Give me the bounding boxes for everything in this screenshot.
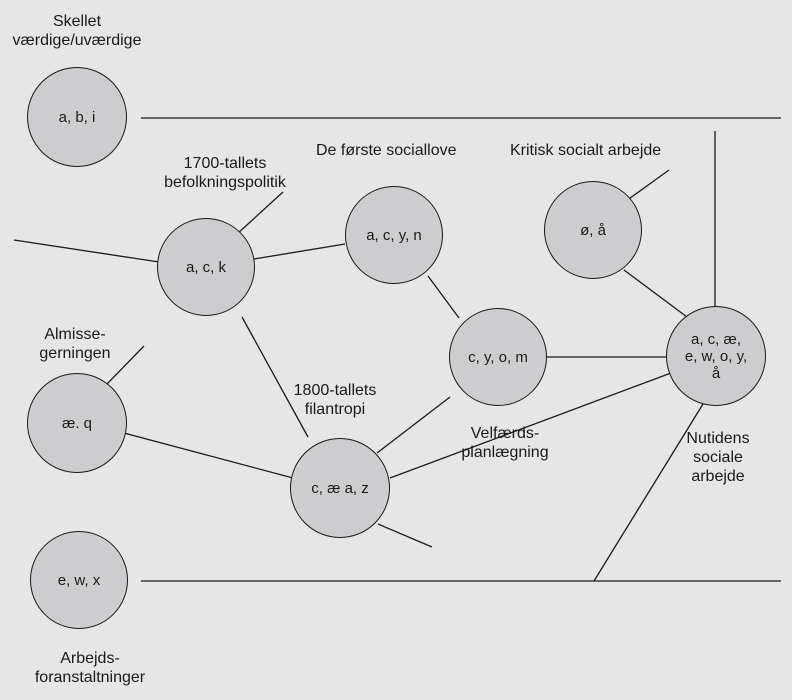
label-arbejds: Arbejds- foranstaltninger <box>34 650 146 686</box>
node-nutidens: a, c, æ, e, w, o, y, å <box>666 306 766 406</box>
label-almisse: Almisse- gerningen <box>39 326 111 362</box>
node-1800-tallet-text: c, æ a, z <box>311 479 369 497</box>
line-socialloeve-velfaerd <box>427 275 460 319</box>
line-1700-label <box>235 191 284 236</box>
node-1700-tallet: a, c, k <box>157 218 255 316</box>
line-1700-socialloeve <box>253 243 346 260</box>
node-1800-tallet: c, æ a, z <box>290 438 390 538</box>
node-kritisk-text: ø, å <box>580 221 606 239</box>
node-arbejds-text: e, w, x <box>57 571 101 589</box>
node-socialloeve-text: a, c, y, n <box>366 226 422 244</box>
label-socialloeve: De første sociallove <box>316 142 457 159</box>
node-arbejds: e, w, x <box>30 531 128 629</box>
label-1700-tallet: 1700-tallets befolkningspolitik <box>164 155 286 191</box>
node-nutidens-text: a, c, æ, e, w, o, y, å <box>684 330 748 382</box>
node-almisse-text: æ. q <box>61 414 92 432</box>
line-velfaerd-1800 <box>376 396 451 454</box>
line-almisse-label <box>105 345 145 386</box>
node-kritisk: ø, å <box>544 181 642 279</box>
label-nutidens: Nutidens sociale arbejde <box>686 430 750 485</box>
line-almisse-1800 <box>123 432 294 479</box>
node-velfaerd: c, y, o, m <box>449 308 547 406</box>
node-velfaerd-text: c, y, o, m <box>468 348 528 366</box>
line-kritisk-nutidens <box>623 269 688 318</box>
node-1700-tallet-text: a, c, k <box>185 258 226 276</box>
line-nutidens-bottom <box>593 403 704 582</box>
line-1800-nutidens <box>389 372 672 479</box>
line-1700-1800 <box>241 316 309 438</box>
label-velfaerd: Velfærds- planlægning <box>461 425 549 461</box>
line-kritisk-label <box>625 169 670 202</box>
node-socialloeve: a, c, y, n <box>345 186 443 284</box>
label-1800-tallet: 1800-tallets filantropi <box>293 382 377 418</box>
node-skellet: a, b, i <box>27 67 127 167</box>
line-left-to-1700 <box>13 239 160 263</box>
node-almisse: æ. q <box>27 373 127 473</box>
line-1800-lower <box>377 523 433 548</box>
node-skellet-text: a, b, i <box>58 108 96 126</box>
label-skellet: Skellet værdige/uværdige <box>12 13 142 49</box>
label-kritisk: Kritisk socialt arbejde <box>510 142 662 159</box>
